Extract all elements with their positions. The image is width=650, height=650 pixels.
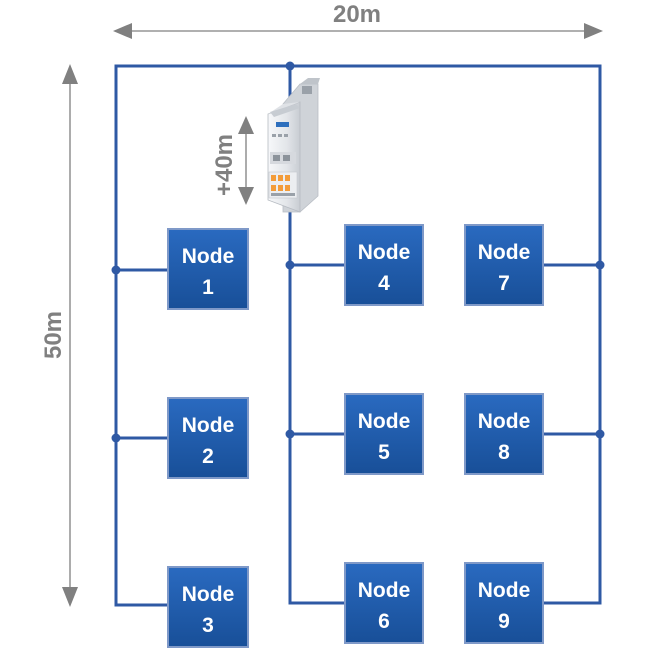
node-2[interactable]: Node 2 (167, 397, 249, 479)
height-label: 50m (40, 311, 67, 359)
node-box (167, 397, 249, 479)
junction-dot (595, 260, 605, 270)
node-1[interactable]: Node 1 (167, 228, 249, 310)
node-5[interactable]: Node 5 (344, 393, 424, 475)
node-number: 8 (498, 441, 510, 464)
node-title: Node (182, 245, 235, 268)
node-box (464, 224, 544, 306)
node-number: 4 (378, 272, 390, 295)
node-number: 3 (202, 614, 214, 637)
wire-junctions (111, 61, 605, 443)
nodes-layer: Node 1 Node 2 Node 3 Node 4 Node 5 (167, 224, 544, 648)
node-box (167, 228, 249, 310)
node-box (344, 224, 424, 306)
offset-dimension: +40m (211, 116, 254, 205)
node-title: Node (478, 410, 531, 433)
node-box (464, 562, 544, 644)
junction-dot (111, 433, 121, 443)
height-arrow-top (62, 64, 78, 84)
node-number: 5 (378, 441, 390, 464)
node-8[interactable]: Node 8 (464, 393, 544, 475)
offset-label: +40m (211, 134, 238, 196)
width-dimension: 20m (113, 1, 603, 39)
node-title: Node (478, 579, 531, 602)
node-number: 2 (202, 445, 214, 468)
junction-dot (285, 61, 295, 71)
node-box (344, 393, 424, 475)
width-arrow-right (584, 23, 603, 39)
junction-dot (285, 260, 295, 270)
node-number: 1 (202, 276, 214, 299)
node-9[interactable]: Node 9 (464, 562, 544, 644)
node-6[interactable]: Node 6 (344, 562, 424, 644)
node-box (464, 393, 544, 475)
offset-arrow-top (238, 116, 254, 134)
node-7[interactable]: Node 7 (464, 224, 544, 306)
width-label: 20m (333, 1, 381, 28)
node-title: Node (358, 579, 411, 602)
height-arrow-bottom (62, 587, 78, 607)
bus-wiring (114, 64, 602, 607)
width-arrow-left (113, 23, 132, 39)
junction-dot (595, 429, 605, 439)
node-title: Node (358, 410, 411, 433)
junction-dot (285, 429, 295, 439)
node-box (344, 562, 424, 644)
node-box (167, 566, 249, 648)
height-dimension: 50m (40, 64, 78, 607)
node-number: 7 (498, 272, 510, 295)
node-title: Node (358, 241, 411, 264)
node-number: 6 (378, 610, 390, 633)
node-title: Node (182, 414, 235, 437)
node-3[interactable]: Node 3 (167, 566, 249, 648)
node-title: Node (478, 241, 531, 264)
din-rail-gateway-device-icon (267, 78, 320, 213)
junction-dot (111, 265, 121, 275)
offset-arrow-bottom (238, 187, 254, 205)
node-title: Node (182, 583, 235, 606)
node-4[interactable]: Node 4 (344, 224, 424, 306)
node-number: 9 (498, 610, 510, 633)
